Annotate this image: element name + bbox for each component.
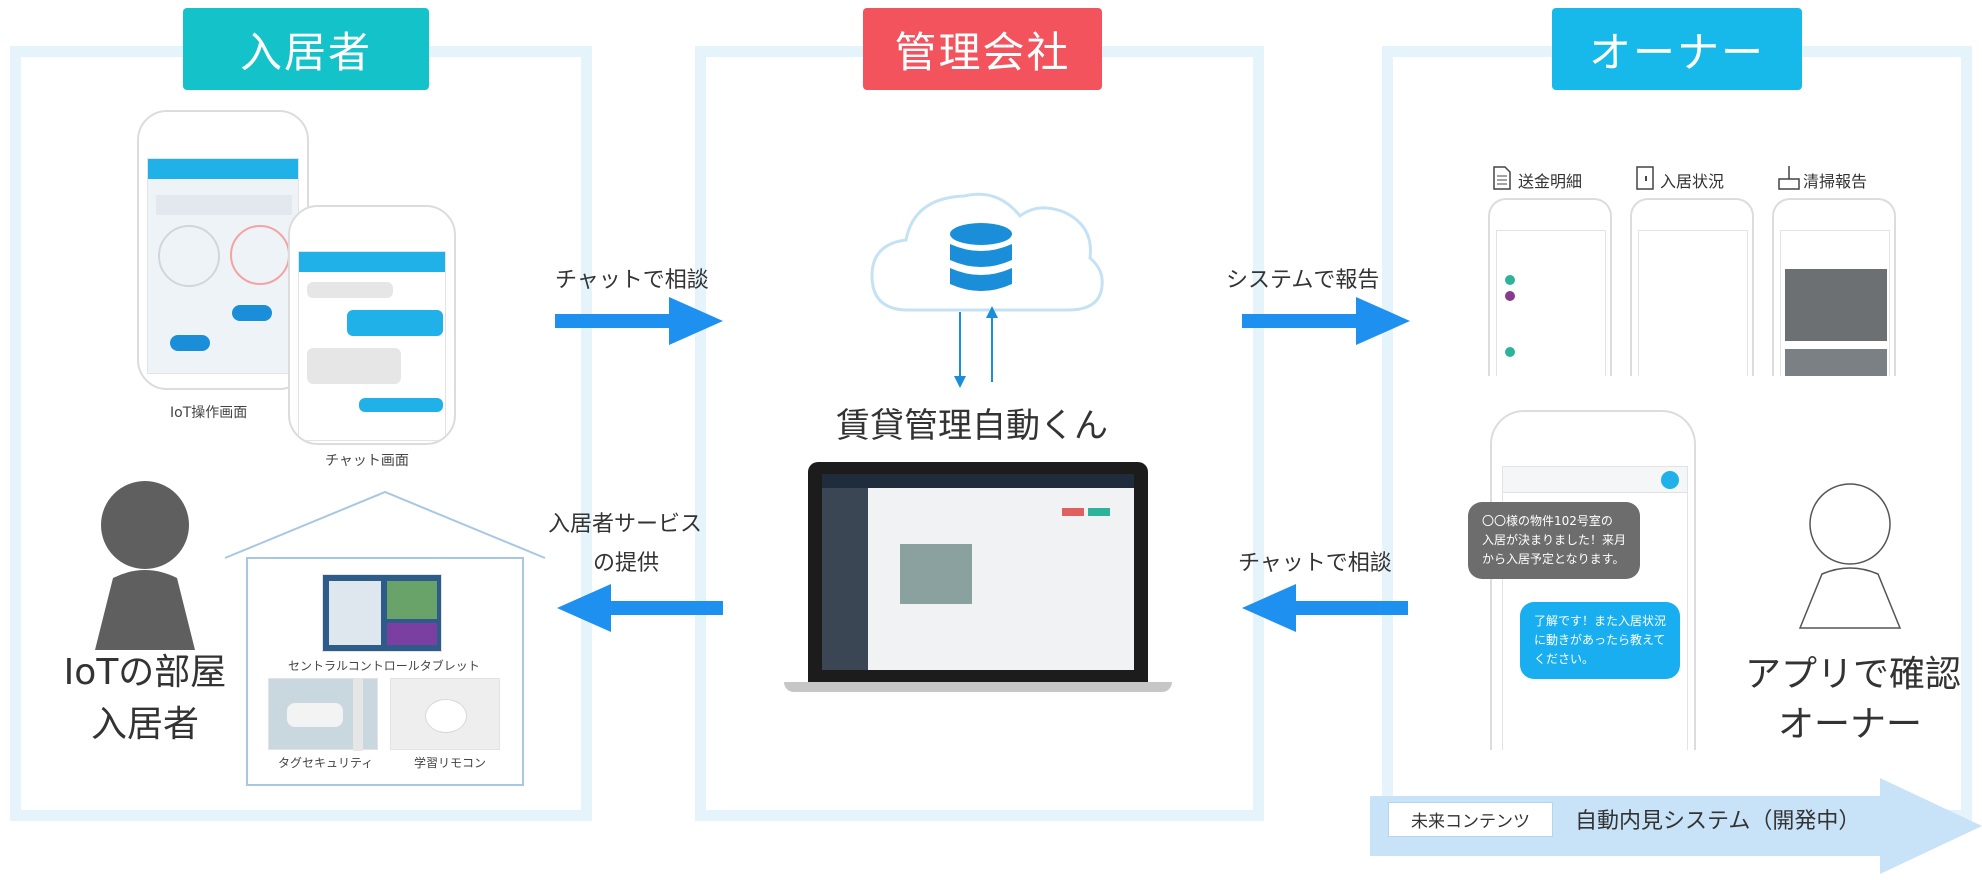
owner-to-manager-label: チャットで相談 bbox=[1238, 551, 1392, 576]
tenant-to-manager-label: チャットで相談 bbox=[555, 268, 709, 293]
laptop-base bbox=[784, 682, 1172, 692]
tag-security-image bbox=[268, 678, 378, 751]
system-name: 賃貸管理自動くん bbox=[836, 406, 1108, 446]
tag-security-caption: タグセキュリティ bbox=[278, 756, 374, 770]
tablet-image bbox=[322, 574, 442, 652]
manager-header: 管理会社 bbox=[863, 8, 1102, 90]
future-content-text: 自動内見システム（開発中） bbox=[1575, 809, 1861, 834]
arrow-left-to-manager bbox=[1242, 584, 1408, 632]
future-content-tag: 未来コンテンツ bbox=[1388, 802, 1553, 837]
report-label-occupancy: 入居状況 bbox=[1660, 172, 1725, 191]
sync-arrows bbox=[954, 306, 998, 388]
owner-chat-phone bbox=[1490, 410, 1696, 750]
owner-chat-received-bubble: 〇〇様の物件102号室の 入居が決まりました！来月 から入居予定となります。 bbox=[1468, 502, 1641, 579]
remittance-phone bbox=[1488, 198, 1612, 376]
door-icon bbox=[1636, 166, 1654, 190]
remote-caption: 学習リモコン bbox=[414, 756, 487, 770]
owner-person-label-2: オーナー bbox=[1777, 704, 1922, 745]
house-outline bbox=[224, 490, 546, 786]
iot-phone bbox=[137, 110, 309, 390]
manager-to-owner-label: システムで報告 bbox=[1226, 268, 1380, 293]
arrow-left-to-tenant bbox=[557, 584, 723, 632]
tablet-caption: セントラルコントロールタブレット bbox=[288, 659, 480, 673]
laptop bbox=[808, 462, 1148, 684]
report-label-remittance: 送金明細 bbox=[1518, 172, 1583, 191]
tenant-header: 入居者 bbox=[183, 8, 429, 90]
broom-icon bbox=[1778, 166, 1800, 190]
owner-header: オーナー bbox=[1552, 8, 1802, 90]
tenant-person-label-1: IoTの部屋 bbox=[63, 652, 227, 693]
cloud-icon bbox=[870, 192, 1104, 312]
cleaning-phone bbox=[1772, 198, 1896, 376]
document-icon bbox=[1493, 166, 1511, 190]
manager-to-tenant-label-1: 入居者サービス bbox=[548, 512, 703, 537]
report-label-cleaning: 清掃報告 bbox=[1803, 172, 1868, 191]
chat-screen-caption: チャット画面 bbox=[325, 453, 409, 469]
chat-phone bbox=[288, 205, 456, 445]
owner-person-icon bbox=[1798, 483, 1902, 629]
owner-chat-reply-bubble: 了解です！また入居状況 に動きがあったら教えて ください。 bbox=[1520, 602, 1681, 679]
arrow-right-to-owner bbox=[1242, 297, 1410, 345]
tenant-person-label-2: 入居者 bbox=[90, 704, 199, 745]
owner-person-label-1: アプリで確認 bbox=[1745, 654, 1962, 695]
manager-to-tenant-label-2: の提供 bbox=[593, 551, 660, 576]
iot-screen-caption: IoT操作画面 bbox=[170, 405, 248, 421]
tenant-person-icon bbox=[95, 481, 195, 650]
remote-image bbox=[390, 678, 500, 750]
occupancy-phone bbox=[1630, 198, 1754, 376]
database-icon bbox=[950, 223, 1012, 291]
arrow-right-to-manager bbox=[555, 297, 723, 345]
